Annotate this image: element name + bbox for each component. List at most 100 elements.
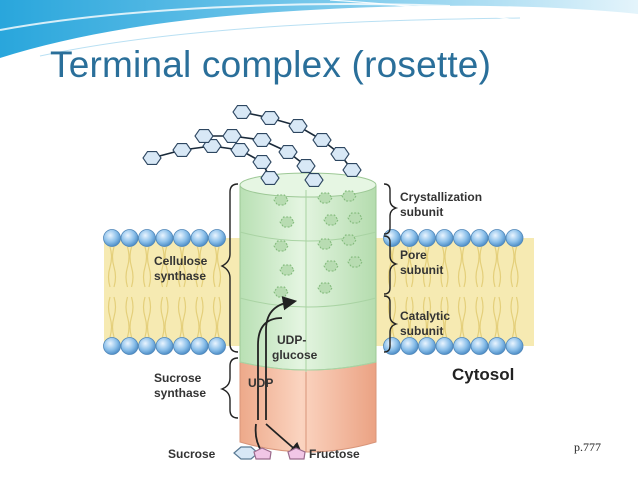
- lipid-head: [155, 337, 174, 355]
- lipid-tail: [514, 246, 519, 288]
- lipid-head: [418, 229, 436, 247]
- lipid-tail: [125, 246, 130, 288]
- lipid-head: [190, 337, 209, 355]
- label-braces: [220, 183, 399, 419]
- glucan-units-in-channel: [273, 190, 363, 298]
- lipid-head: [103, 337, 121, 355]
- glucose-unit: [288, 119, 308, 133]
- lipid-tail: [216, 246, 222, 288]
- lipid-tail: [479, 246, 484, 288]
- glucose-unit: [296, 159, 316, 173]
- glucan-unit: [341, 190, 357, 202]
- lipid-head: [505, 229, 524, 247]
- glucose-unit: [222, 129, 242, 143]
- lipid-head: [120, 337, 139, 355]
- brace-cellulose-synthase: [220, 183, 239, 353]
- lipid-heads-inner-leaflet: [103, 337, 524, 355]
- lipid-tail: [199, 296, 204, 338]
- lipid-head: [453, 229, 471, 247]
- brace-pore: [383, 235, 399, 295]
- lipid-head: [400, 337, 419, 355]
- lipid-tail: [479, 296, 484, 338]
- glucose-unit: [312, 133, 332, 147]
- lipid-tail: [475, 296, 480, 338]
- lipid-tail: [391, 296, 397, 338]
- udp-label: UDP: [248, 376, 273, 390]
- lipid-tail: [492, 246, 498, 288]
- lipid-tail: [426, 296, 432, 338]
- lipid-tail: [129, 296, 134, 338]
- lipid-head: [470, 229, 489, 247]
- lipid-tail: [107, 246, 113, 288]
- page-reference: p.777: [574, 440, 601, 454]
- sucrose-synthase-body: [239, 361, 377, 453]
- lipid-head: [173, 229, 191, 247]
- udp-glucose-cycle-arrows: [254, 296, 304, 457]
- glucose-unit: [330, 147, 350, 161]
- lipid-tail: [444, 246, 449, 288]
- lipid-tail: [164, 246, 169, 288]
- lipid-head: [488, 229, 506, 247]
- glucose-unit: [232, 105, 252, 119]
- lipid-tail: [405, 246, 410, 288]
- lipid-heads-outer-leaflet: [103, 229, 524, 247]
- glucose-unit: [252, 155, 272, 169]
- slide-title: Terminal complex (rosette): [50, 44, 492, 85]
- lipid-head: [208, 337, 226, 355]
- lipid-tail: [146, 296, 152, 338]
- lipid-head: [505, 337, 524, 355]
- sucrose-fructose-pentagon-icon: [253, 447, 272, 460]
- glucose-unit: [194, 129, 214, 143]
- lipid-tails: [107, 246, 519, 338]
- brace-crystallization: [383, 183, 399, 235]
- lipid-tail: [496, 246, 502, 288]
- lipid-head: [435, 229, 454, 247]
- lipid-tail: [164, 296, 169, 338]
- lipid-tail: [107, 296, 113, 338]
- lipid-head: [155, 229, 174, 247]
- lipid-tail: [160, 296, 165, 338]
- glucan-unit: [347, 212, 363, 224]
- lipid-tail: [177, 246, 183, 288]
- lipid-head: [103, 229, 121, 247]
- catalytic-label: Catalytic subunit: [400, 309, 453, 338]
- lipid-head: [453, 337, 471, 355]
- lipid-head: [435, 337, 454, 355]
- lipid-tail: [216, 296, 222, 338]
- lipid-head: [208, 229, 226, 247]
- glucan-unit: [341, 234, 357, 246]
- lipid-tail: [405, 296, 410, 338]
- cellulose-synthase-label: Cellulose synthase: [154, 254, 211, 283]
- glucose-unit: [230, 143, 250, 157]
- lipid-head: [488, 337, 506, 355]
- glucose-unit: [304, 173, 324, 187]
- lipid-head: [120, 229, 139, 247]
- brace-sucrose-synthase: [220, 357, 239, 419]
- lipid-head: [190, 229, 209, 247]
- lipid-tail: [160, 246, 165, 288]
- lipid-tail: [181, 296, 187, 338]
- lipid-head: [138, 337, 156, 355]
- cytosol-label: Cytosol: [452, 365, 514, 384]
- lipid-tail: [409, 246, 414, 288]
- sucrose-label: Sucrose: [168, 447, 216, 461]
- lipid-tail: [422, 296, 428, 338]
- glucan-unit: [323, 214, 339, 226]
- lipid-tail: [212, 246, 218, 288]
- lipid-tail: [177, 296, 183, 338]
- lipid-tail: [409, 296, 414, 338]
- glucan-unit: [279, 264, 295, 276]
- lipid-tail: [125, 296, 130, 338]
- glucan-unit: [317, 282, 333, 294]
- glucan-unit: [323, 260, 339, 272]
- lipid-head: [173, 337, 191, 355]
- lipid-tail: [391, 246, 397, 288]
- glucan-unit: [317, 238, 333, 250]
- glucose-unit: [142, 151, 162, 165]
- lipid-tail: [195, 296, 200, 338]
- lipid-tail: [195, 246, 200, 288]
- lipid-tail: [111, 296, 117, 338]
- glucose-unit: [260, 111, 280, 125]
